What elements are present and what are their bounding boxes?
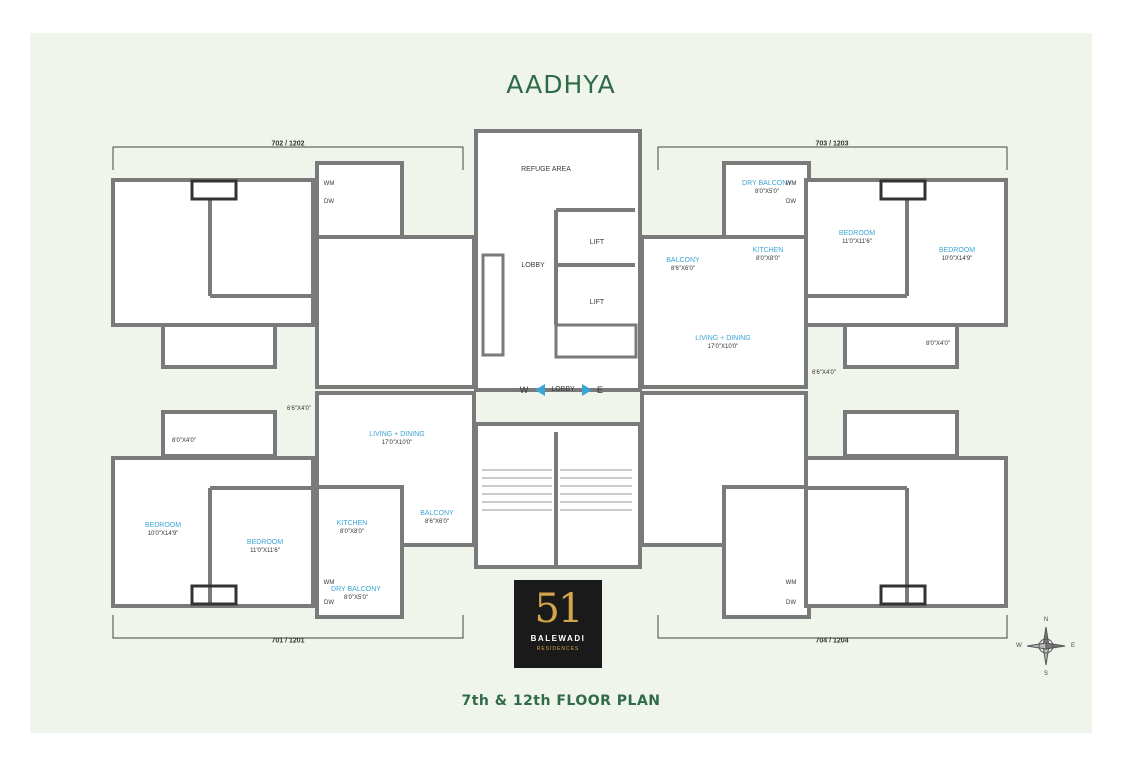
balewadi-51-logo: 51 BALEWADI RESIDENCES (514, 580, 602, 668)
compass-west-label: W (1016, 643, 1022, 649)
dw-702: DW (324, 199, 334, 205)
unit-label-702: 702 / 1202 (271, 140, 305, 148)
compass-east-label: E (1070, 643, 1076, 649)
unit-label-704: 704 / 1204 (815, 637, 849, 645)
lobby-label-main: LOBBY (551, 386, 575, 393)
refuge-area-label: REFUGE AREA (521, 166, 571, 173)
east-label: E (596, 385, 604, 395)
flat-701-baths (161, 410, 277, 458)
floor-plan-title: 7th & 12th FLOOR PLAN (461, 693, 661, 709)
bath-701-b: 6'6"X4'0" (287, 406, 311, 412)
bath-701-a: 8'0"X4'0" (172, 438, 196, 444)
dw-703: DW (786, 199, 796, 205)
compass-south-label: S (1043, 671, 1049, 677)
flat-701-bedrooms (111, 456, 315, 608)
west-label: W (519, 385, 529, 395)
flat-704-baths (843, 410, 959, 458)
flat-703-living (640, 235, 808, 389)
unit-label-701: 701 / 1201 (271, 637, 305, 645)
lobby-label-upper: LOBBY (521, 262, 545, 269)
flat-702-baths (161, 323, 277, 369)
wm-701: WM (323, 580, 335, 586)
compass-north-label: N (1043, 617, 1049, 623)
flat-702-living (315, 235, 476, 389)
flat-704-kitchen (722, 485, 811, 619)
bath-703-b: 6'6"X4'0" (812, 370, 836, 376)
wm-703: WM (785, 181, 797, 187)
flat-701-kitchen (315, 485, 404, 619)
project-title: AADHYA (506, 70, 616, 99)
flat-703-baths (843, 323, 959, 369)
dw-704: DW (786, 600, 796, 606)
unit-label-703: 703 / 1203 (815, 140, 849, 148)
lift-2-label: LIFT (589, 299, 605, 306)
dw-701: DW (324, 600, 334, 606)
lift-1-label: LIFT (589, 239, 605, 246)
wm-702: WM (323, 181, 335, 187)
bath-703-a: 8'0"X4'0" (926, 341, 950, 347)
flat-702-bedrooms (111, 178, 315, 327)
wm-704: WM (785, 580, 797, 586)
